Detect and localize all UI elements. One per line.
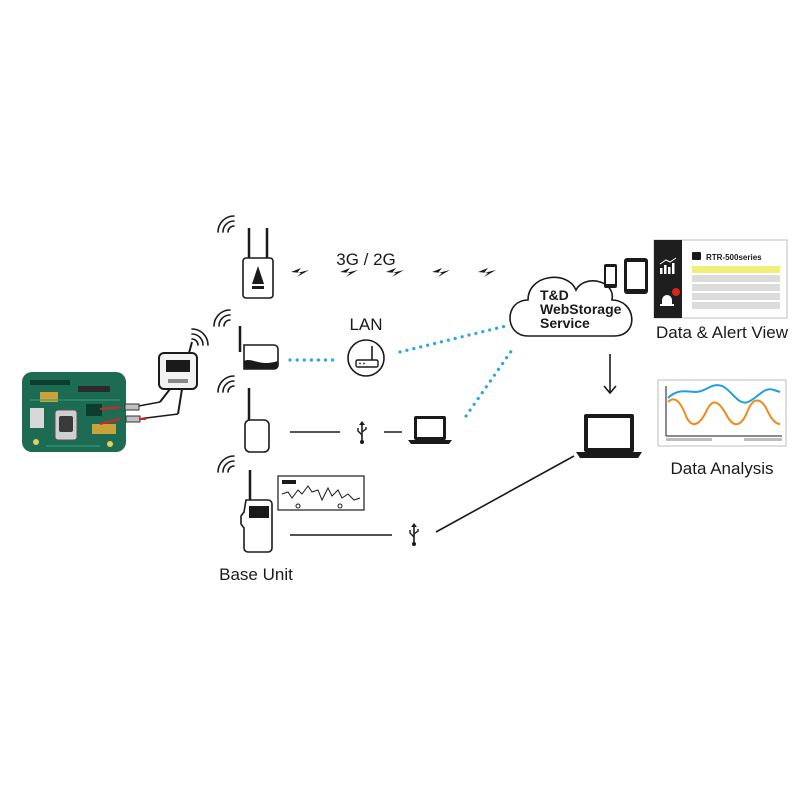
cloud-to-pc-arrow [603, 354, 617, 395]
handheld-graph-display [277, 475, 365, 511]
usb-icon [409, 523, 419, 546]
table-row-highlight [692, 266, 780, 273]
cloud-icon [509, 276, 633, 337]
circuit-board-photo [22, 372, 126, 452]
table-row [692, 275, 780, 282]
chart-line-orange [667, 398, 781, 426]
wireless-signal-icon [213, 309, 231, 327]
laptop-icon [408, 416, 452, 444]
data-alert-view-label: Data & Alert View [656, 323, 789, 342]
base-unit-lan [238, 326, 279, 370]
lightning-icon [291, 268, 496, 277]
wireless-signal-icon [217, 215, 235, 233]
wireless-signal-icon [191, 328, 209, 346]
cloud-title: T&D [540, 287, 569, 303]
alarm-icon [660, 288, 680, 306]
smartphone-icon [604, 264, 617, 288]
base-unit-usb [244, 388, 270, 453]
tablet-icon [624, 258, 648, 294]
table-row [692, 293, 780, 300]
handheld-graph-line [281, 485, 361, 502]
cloud-subtitle-2: Service [540, 315, 590, 331]
data-analysis-chart [657, 379, 787, 447]
network-3g-label: 3G / 2G [336, 250, 396, 269]
lan-cloud-link [398, 324, 508, 354]
usb-icon [357, 421, 367, 444]
table-row [692, 302, 780, 309]
alert-view-panel: RTR-500series [653, 239, 788, 319]
data-analysis-label: Data Analysis [671, 459, 774, 478]
network-lan-label: LAN [349, 315, 382, 334]
wireless-signal-icon [217, 455, 235, 473]
chart-range-bar-active [712, 438, 744, 441]
chart-line-blue [667, 384, 781, 404]
cloud-subtitle-1: WebStorage [540, 301, 622, 317]
pc-cloud-link [464, 348, 514, 418]
base-unit-label: Base Unit [219, 565, 293, 584]
laptop-icon [576, 414, 642, 458]
product-series-label: RTR-500series [706, 253, 762, 262]
usb-pc-link [435, 455, 575, 533]
table-row [692, 284, 780, 291]
wireless-signal-icon [217, 375, 235, 393]
chart-icon [659, 257, 677, 274]
data-logger [99, 341, 198, 425]
router-icon [347, 339, 385, 377]
base-unit-3g [242, 228, 274, 299]
base-unit-handheld [240, 470, 273, 553]
